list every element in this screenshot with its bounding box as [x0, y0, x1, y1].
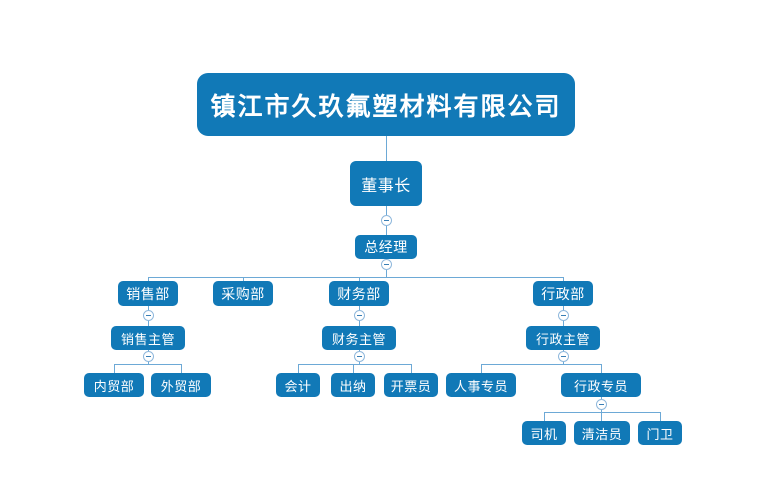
connector-bus-to-admin-spec: [601, 364, 602, 373]
collapse-handle-admin-specialist[interactable]: [596, 399, 607, 410]
connector-bus-to-biller: [411, 364, 412, 373]
node-general-manager[interactable]: 总经理: [355, 235, 417, 259]
node-foreign-trade[interactable]: 外贸部: [151, 373, 211, 397]
node-admin-department[interactable]: 行政部: [533, 281, 593, 306]
node-biller[interactable]: 开票员: [384, 373, 438, 397]
collapse-handle-admin-supervisor[interactable]: [558, 351, 569, 362]
node-hr-specialist[interactable]: 人事专员: [446, 373, 516, 397]
connector-sales-children-bus: [114, 364, 182, 365]
node-admin-supervisor[interactable]: 行政主管: [526, 326, 600, 350]
collapse-handle-general-manager[interactable]: [381, 259, 392, 270]
connector-bus-to-foreign: [181, 364, 182, 373]
connector-bus-to-guard: [660, 412, 661, 421]
node-accountant[interactable]: 会计: [276, 373, 320, 397]
node-sales-supervisor[interactable]: 销售主管: [111, 326, 185, 350]
node-driver[interactable]: 司机: [522, 421, 566, 445]
node-finance-department[interactable]: 财务部: [329, 281, 389, 306]
connector-bus-to-driver: [544, 412, 545, 421]
node-finance-supervisor[interactable]: 财务主管: [322, 326, 396, 350]
node-purchasing-department[interactable]: 采购部: [213, 281, 273, 306]
collapse-handle-finance-supervisor[interactable]: [354, 351, 365, 362]
node-root-company[interactable]: 镇江市久玖氟塑材料有限公司: [197, 73, 575, 136]
connector-bus-to-domestic: [114, 364, 115, 373]
connector-level4-bus: [148, 277, 563, 278]
node-sales-department[interactable]: 销售部: [118, 281, 178, 306]
collapse-handle-chairman[interactable]: [381, 215, 392, 226]
collapse-handle-sales-department[interactable]: [143, 310, 154, 321]
node-domestic-trade[interactable]: 内贸部: [84, 373, 144, 397]
node-security-guard[interactable]: 门卫: [638, 421, 682, 445]
connector-root-to-chairman: [386, 136, 387, 161]
connector-admin-spec-children-bus: [544, 412, 661, 413]
connector-bus-to-accountant: [298, 364, 299, 373]
collapse-handle-admin-department[interactable]: [558, 310, 569, 321]
collapse-handle-sales-supervisor[interactable]: [143, 351, 154, 362]
node-cashier[interactable]: 出纳: [331, 373, 375, 397]
collapse-handle-finance-department[interactable]: [354, 310, 365, 321]
connector-finance-children-bus: [298, 364, 411, 365]
connector-bus-to-hr: [481, 364, 482, 373]
connector-bus-to-cleaner: [601, 412, 602, 421]
node-cleaner[interactable]: 清洁员: [574, 421, 630, 445]
connector-admin-children-bus: [481, 364, 601, 365]
node-chairman[interactable]: 董事长: [350, 161, 422, 206]
node-admin-specialist[interactable]: 行政专员: [561, 373, 641, 397]
connector-bus-to-cashier: [353, 364, 354, 373]
